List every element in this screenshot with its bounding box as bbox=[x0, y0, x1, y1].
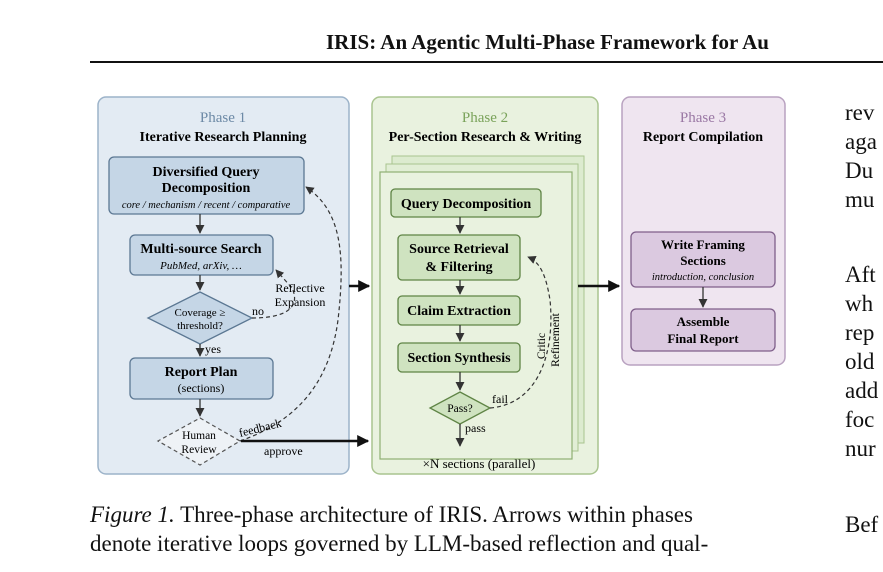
report-plan-label-2: (sections) bbox=[178, 381, 225, 395]
right-line: Aft bbox=[845, 262, 876, 287]
step3-label: Claim Extraction bbox=[407, 304, 511, 319]
phase3-subtitle: Report Compilation bbox=[643, 130, 763, 145]
search-box-sub: PubMed, arXiv, … bbox=[159, 260, 242, 272]
multi-source-search-box bbox=[129, 234, 274, 276]
query-decomposition-step bbox=[390, 188, 542, 218]
pass-label: pass bbox=[465, 421, 486, 435]
running-head: IRIS: An Agentic Multi-Phase Framework f… bbox=[326, 30, 769, 54]
reflective-label-1: Reflective bbox=[275, 281, 324, 295]
section-synthesis-step bbox=[397, 342, 521, 373]
phase2-subtitle: Per-Section Research & Writing bbox=[389, 130, 582, 145]
phase2-title: Phase 2 bbox=[462, 110, 508, 126]
caption-line-2: denote iterative loops governed by LLM-b… bbox=[90, 531, 709, 556]
right-line: wh bbox=[845, 291, 874, 316]
fail-label: fail bbox=[492, 392, 509, 406]
caption-line-1: Three-phase architecture of IRIS. Arrows… bbox=[180, 502, 693, 527]
human-review-label-2: Review bbox=[181, 444, 217, 456]
right-line: Bef bbox=[845, 512, 879, 537]
right-line: mu bbox=[845, 187, 875, 212]
write-framing-label-2: Sections bbox=[680, 253, 726, 268]
pass-question-label: Pass? bbox=[447, 403, 473, 415]
right-line: old bbox=[845, 349, 875, 374]
assemble-final-report-box bbox=[630, 308, 776, 352]
report-plan-box bbox=[129, 357, 274, 400]
step4-label: Section Synthesis bbox=[407, 351, 511, 366]
phase2-panel: Phase 2 Per-Section Research & Writing Q… bbox=[371, 96, 599, 475]
query-decomposition-box bbox=[108, 156, 305, 215]
no-label: no bbox=[252, 304, 264, 318]
source-retrieval-step bbox=[397, 234, 521, 281]
query-box-label-1: Diversified Query bbox=[153, 165, 260, 180]
critic-label-1: Critic bbox=[536, 333, 548, 359]
approve-label: approve bbox=[264, 444, 303, 458]
phase1-subtitle: Iterative Research Planning bbox=[140, 130, 307, 145]
coverage-label-1: Coverage ≥ bbox=[175, 307, 226, 319]
claim-extraction-step bbox=[397, 295, 521, 326]
assemble-label-1: Assemble bbox=[677, 314, 730, 329]
query-box-sub: core / mechanism / recent / comparative bbox=[122, 200, 291, 211]
right-line: add bbox=[845, 378, 879, 403]
step2-label-1: Source Retrieval bbox=[409, 242, 509, 257]
figure-caption: Figure 1. Three-phase architecture of IR… bbox=[90, 500, 820, 558]
right-line: rep bbox=[845, 320, 875, 345]
right-line: Du bbox=[845, 158, 874, 183]
human-review-label-1: Human bbox=[182, 430, 216, 442]
report-plan-label-1: Report Plan bbox=[165, 365, 238, 380]
query-box-label-2: Decomposition bbox=[162, 181, 251, 196]
step1-label: Query Decomposition bbox=[401, 197, 531, 212]
write-framing-label-1: Write Framing bbox=[661, 237, 745, 252]
phase3-title: Phase 3 bbox=[680, 110, 726, 126]
parallel-sections-label: ×N sections (parallel) bbox=[423, 456, 536, 471]
human-review-decision bbox=[156, 417, 242, 466]
phase1-title: Phase 1 bbox=[200, 110, 246, 126]
caption-label: Figure 1. bbox=[90, 502, 175, 527]
phase3-panel: Phase 3 Report Compilation Write Framing… bbox=[621, 96, 786, 366]
write-framing-sub: introduction, conclusion bbox=[652, 272, 754, 283]
right-line: rev bbox=[845, 100, 875, 125]
right-line: nur bbox=[845, 436, 876, 461]
right-line: foc bbox=[845, 407, 875, 432]
search-box-label: Multi-source Search bbox=[140, 242, 261, 257]
phase1-panel: Phase 1 Iterative Research Planning Dive… bbox=[97, 96, 370, 475]
header-rule bbox=[90, 61, 883, 63]
reflective-label-2: Expansion bbox=[275, 295, 326, 309]
step2-label-2: & Filtering bbox=[425, 260, 492, 275]
critic-label-2: Refinement bbox=[550, 312, 562, 366]
assemble-label-2: Final Report bbox=[667, 331, 739, 346]
right-line: aga bbox=[845, 129, 877, 154]
coverage-label-2: threshold? bbox=[177, 320, 223, 332]
yes-label: yes bbox=[205, 342, 221, 356]
